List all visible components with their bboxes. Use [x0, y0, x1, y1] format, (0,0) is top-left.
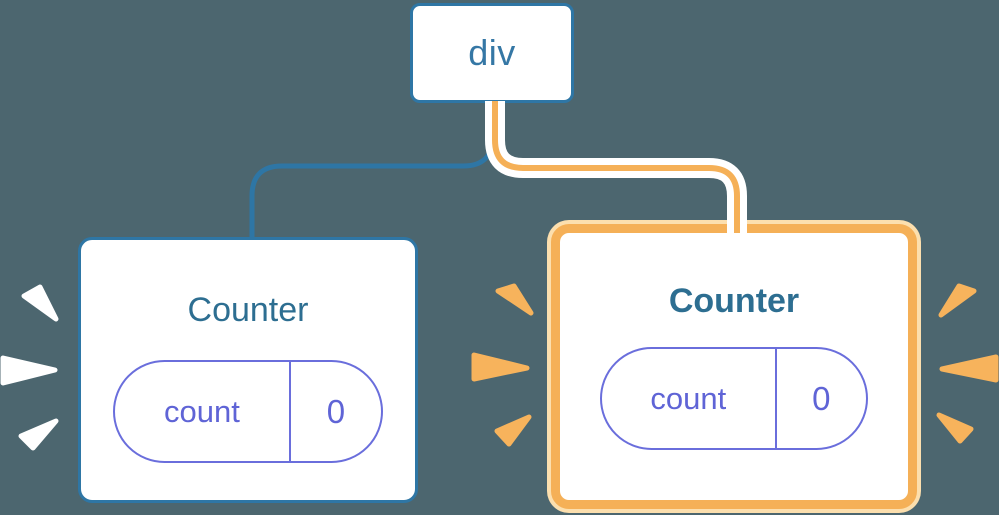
- counter-node-title: Counter: [187, 291, 309, 329]
- edge-div-to-right-counter-casing: [485, 101, 747, 236]
- sparkle-burst-highlight-right: [936, 283, 999, 444]
- sparkle-icon: [495, 283, 534, 316]
- edge-div-to-right-counter: [492, 101, 740, 233]
- state-value-label: 0: [812, 379, 831, 417]
- sparkle-icon: [938, 283, 977, 318]
- sparkle-icon: [936, 412, 974, 444]
- sparkle-burst-left-counter: [0, 284, 59, 451]
- sparkle-icon: [494, 414, 532, 447]
- counter-node-right-highlighted: Counter count 0: [551, 224, 917, 509]
- sparkle-icon: [471, 352, 530, 382]
- state-value-label: 0: [326, 392, 346, 430]
- edge-div-to-left-counter: [249, 101, 496, 238]
- state-pill: count 0: [113, 360, 383, 463]
- div-root-node-label: div: [468, 32, 516, 73]
- counter-node-title: Counter: [668, 282, 800, 320]
- sparkle-icon: [939, 354, 999, 383]
- sparkle-icon: [0, 355, 58, 386]
- counter-node-left: Counter count 0: [78, 237, 418, 503]
- state-name-label: count: [602, 349, 777, 448]
- sparkle-icon: [21, 284, 59, 322]
- div-root-node: div: [410, 3, 574, 103]
- state-pill: count 0: [600, 347, 868, 450]
- state-name-label: count: [115, 362, 291, 461]
- sparkle-icon: [18, 418, 59, 451]
- sparkle-burst-highlight-left: [471, 283, 534, 447]
